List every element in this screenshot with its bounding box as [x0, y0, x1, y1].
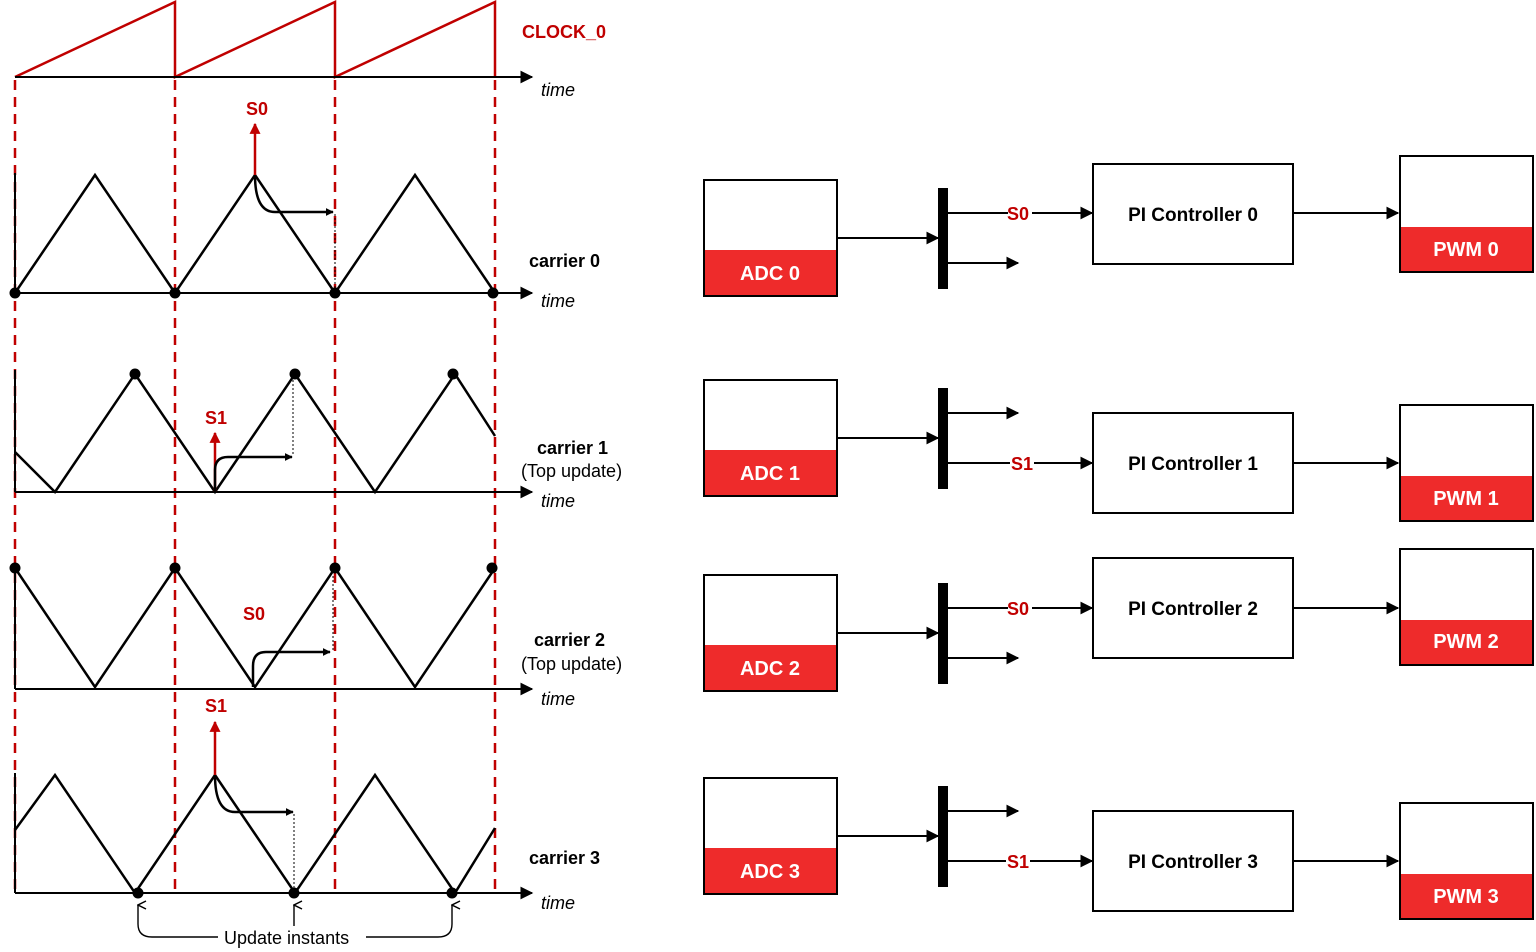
carrier-2-label: carrier 2 [534, 630, 605, 650]
time-label-carrier-0: time [541, 291, 575, 311]
pwm-2-label: PWM 2 [1433, 631, 1499, 653]
mux-0-signal: S0 [1007, 204, 1029, 224]
adc-0-label: ADC 0 [740, 263, 800, 285]
pi-controller-3-block [1092, 810, 1294, 912]
time-label-carrier-3: time [541, 893, 575, 913]
channel-0: ADC 0 S0 PI Controller 0 PWM 0 [703, 155, 1534, 297]
carrier-2-waveform [9, 562, 534, 696]
clock-waveform [14, 0, 534, 84]
carrier-3-waveform [13, 720, 534, 900]
time-label-clock: time [541, 80, 575, 100]
carrier-1-label: carrier 1 [537, 438, 608, 458]
mux-1-bar [938, 388, 948, 489]
time-label-carrier-1: time [541, 491, 575, 511]
s1-label-carrier-3: S1 [205, 696, 227, 716]
mux-2-signal: S0 [1007, 599, 1029, 619]
pi-controller-2-block [1092, 557, 1294, 659]
pi-controller-3-label: PI Controller 3 [1128, 852, 1258, 873]
update-instants-bracket [138, 905, 452, 938]
adc-2-label: ADC 2 [740, 658, 800, 680]
pwm-1-label: PWM 1 [1433, 488, 1499, 510]
pi-controller-0-label: PI Controller 0 [1128, 205, 1258, 226]
carrier-1-sublabel: (Top update) [521, 461, 622, 481]
channel-2: ADC 2 S0 PI Controller 2 PWM 2 [703, 548, 1534, 692]
mux-3-bar [938, 786, 948, 887]
mux-2-bar [938, 583, 948, 684]
s1-label-carrier-1: S1 [205, 408, 227, 428]
pi-controller-1-block [1092, 412, 1294, 514]
carrier-0-label: carrier 0 [529, 251, 600, 271]
mux-3-signal: S1 [1007, 852, 1029, 872]
time-label-carrier-2: time [541, 689, 575, 709]
sync-lines [13, 80, 497, 895]
update-instants-label: Update instants [224, 928, 349, 948]
pi-controller-0-block [1092, 163, 1294, 265]
mux-0-bar [938, 188, 948, 289]
carrier-3-label: carrier 3 [529, 848, 600, 868]
channel-1: ADC 1 S1 PI Controller 1 PWM 1 [703, 379, 1534, 522]
channel-3: ADC 3 S1 PI Controller 3 PWM 3 [703, 777, 1534, 920]
adc-3-label: ADC 3 [740, 861, 800, 883]
pwm-0-label: PWM 0 [1433, 239, 1499, 261]
s0-label-carrier-0: S0 [246, 99, 268, 119]
pwm-3-label: PWM 3 [1433, 886, 1499, 908]
adc-1-label: ADC 1 [740, 463, 800, 485]
carrier-2-sublabel: (Top update) [521, 654, 622, 674]
carrier-1-waveform [14, 368, 534, 499]
pi-controller-1-label: PI Controller 1 [1128, 454, 1258, 475]
pi-controller-2-label: PI Controller 2 [1128, 599, 1258, 620]
carrier-0-waveform [9, 122, 534, 300]
clock-label: CLOCK_0 [522, 22, 606, 42]
s0-label-carrier-2: S0 [243, 604, 265, 624]
mux-1-signal: S1 [1011, 454, 1033, 474]
